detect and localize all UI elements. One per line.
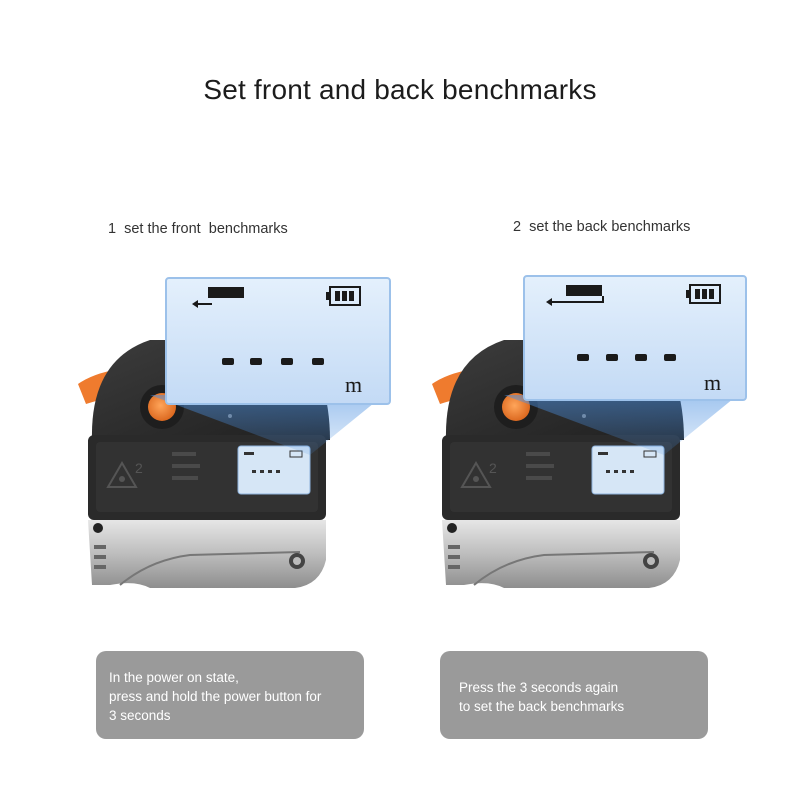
display-unit-2: m <box>704 370 721 395</box>
step-2-label: 2 set the back benchmarks <box>513 219 691 235</box>
svg-text:2: 2 <box>135 460 143 476</box>
caption-line: In the power on state, <box>109 670 239 685</box>
device-small-display-1 <box>237 445 311 495</box>
laser-beam-2 <box>504 390 744 455</box>
display-panel-2 <box>523 275 747 401</box>
laser-beam-1 <box>150 390 390 455</box>
page-title: Set front and back benchmarks <box>203 74 597 105</box>
caption-line: to set the back benchmarks <box>459 699 625 714</box>
step-1-label: 1 set the front benchmarks <box>108 221 288 237</box>
front-benchmark-icon <box>192 287 244 308</box>
caption-line: 3 seconds <box>109 708 171 723</box>
laser-warning-icon: 2 <box>106 460 143 488</box>
caption-line: press and hold the power button for <box>109 689 322 704</box>
tape-measure-device-1: 2 <box>78 277 391 588</box>
reading-dashes-2 <box>577 354 676 361</box>
caption-step-2: Press the 3 seconds again to set the bac… <box>440 651 708 739</box>
display-unit-1: m <box>345 372 362 397</box>
back-benchmark-icon <box>546 285 604 306</box>
reading-dashes-1 <box>222 358 324 365</box>
laser-warning-icon: 2 <box>460 460 497 488</box>
battery-icon <box>326 286 361 306</box>
display-panel-1 <box>165 277 391 405</box>
caption-step-1: In the power on state, press and hold th… <box>96 651 364 739</box>
device-small-display-2 <box>591 445 665 495</box>
tape-measure-device-2: 2 <box>432 275 747 588</box>
caption-line: Press the 3 seconds again <box>459 680 619 695</box>
battery-icon <box>686 284 721 304</box>
svg-text:2: 2 <box>489 460 497 476</box>
